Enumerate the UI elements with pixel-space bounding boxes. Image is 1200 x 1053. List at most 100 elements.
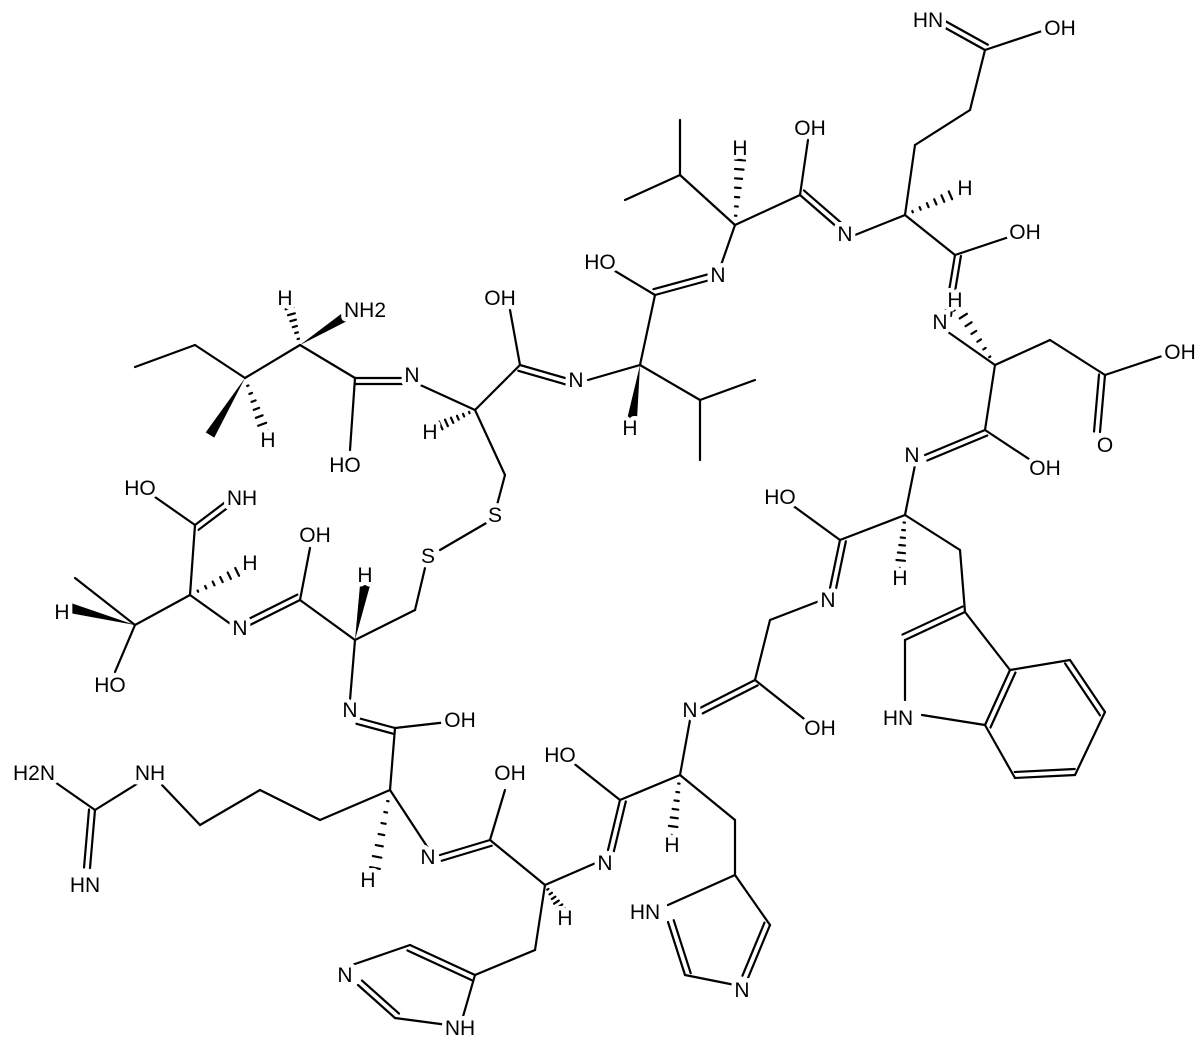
single-bond [903,463,917,517]
single-bond [718,223,737,270]
single-bond [1103,353,1167,377]
wedge-bond [68,603,135,625]
hash-bond [455,414,460,421]
double-bond [943,253,957,317]
single-bond [838,513,907,542]
hash-bond [443,418,449,428]
single-bond [958,548,967,614]
single-bond [683,973,737,987]
double-bond [903,610,967,642]
atom-label: NH [445,1017,475,1040]
hash-bond [203,584,208,590]
hash-bond [431,422,439,434]
atom-label: OH [484,287,516,310]
hash-bond [284,305,295,311]
single-bond [623,173,682,202]
single-bond [903,143,917,217]
hash-bond [669,816,679,820]
atom-label: HN [913,9,943,32]
atom-label: OH [1029,457,1061,480]
atom-label: OH [794,117,826,140]
hash-bond [918,206,922,211]
bonds [50,18,1167,1027]
double-bond [1068,658,1107,714]
atom-label: OH [804,717,836,740]
double-bond [653,278,712,297]
single-bond [353,608,417,642]
atom-label: H [664,834,679,857]
single-bond [93,780,142,812]
double-bond [938,23,987,52]
hash-bond [895,558,907,562]
hash-bond [665,833,679,837]
double-bond [440,844,493,862]
atom-label: H [54,601,69,624]
single-bond [903,213,957,257]
double-bond [356,983,397,1020]
single-bond [460,973,477,1022]
double-bond [606,798,622,852]
single-bond [678,173,737,227]
double-bond [438,838,492,857]
double-bond [408,943,477,977]
single-bond [198,788,262,827]
single-bond [473,948,537,977]
hash-bond [954,186,962,198]
hash-bond [911,209,914,214]
hash-bond [988,355,992,359]
single-bond [1073,710,1107,777]
single-bond [638,293,657,367]
single-bond [678,718,692,777]
double-bond [517,369,572,387]
hash-bond [898,543,907,547]
atom-label: N [820,589,835,612]
single-bond [518,363,567,380]
hash-bond [559,911,571,919]
atom-label: H [732,137,747,160]
atom-label: H [277,287,292,310]
atom-label: OH [1044,17,1076,40]
atom-label: HO [94,674,126,697]
atom-label: NH [227,487,257,510]
hash-bond [219,575,224,584]
double-bond [666,920,687,977]
single-bond [618,773,682,802]
single-bond [350,943,412,967]
single-bond [768,598,824,622]
hash-bond [211,580,216,587]
single-bond [160,783,202,827]
single-bond [298,343,357,380]
single-bond [348,638,357,702]
hash-bond [371,854,383,859]
wedge-bond [627,365,640,421]
single-bond [903,513,962,552]
single-bond [753,678,810,724]
atom-label: NH2 [344,299,386,322]
hash-bond [555,903,564,910]
single-bond [133,343,197,369]
hash-bond [982,346,987,351]
atom-label: HO [124,477,156,500]
wedge-bond [355,584,370,640]
wedge-bond [300,310,351,345]
hash-bond [925,202,930,209]
single-bond [73,576,137,627]
hash-bond [241,562,249,574]
hash-bond [383,810,389,814]
hash-bond [282,299,294,305]
atom-label: HN [883,707,913,730]
double-bond [834,540,847,591]
atom-label: OH [1009,221,1041,244]
atom-label: HN [70,874,100,897]
single-bond [488,838,547,887]
hash-bond [250,399,257,403]
single-bond [393,1016,450,1027]
double-bond [360,979,401,1015]
double-bond [828,538,842,590]
atom-label: HO [764,486,796,509]
single-bond [666,873,737,907]
double-bond [901,605,964,636]
double-bond [701,684,759,715]
